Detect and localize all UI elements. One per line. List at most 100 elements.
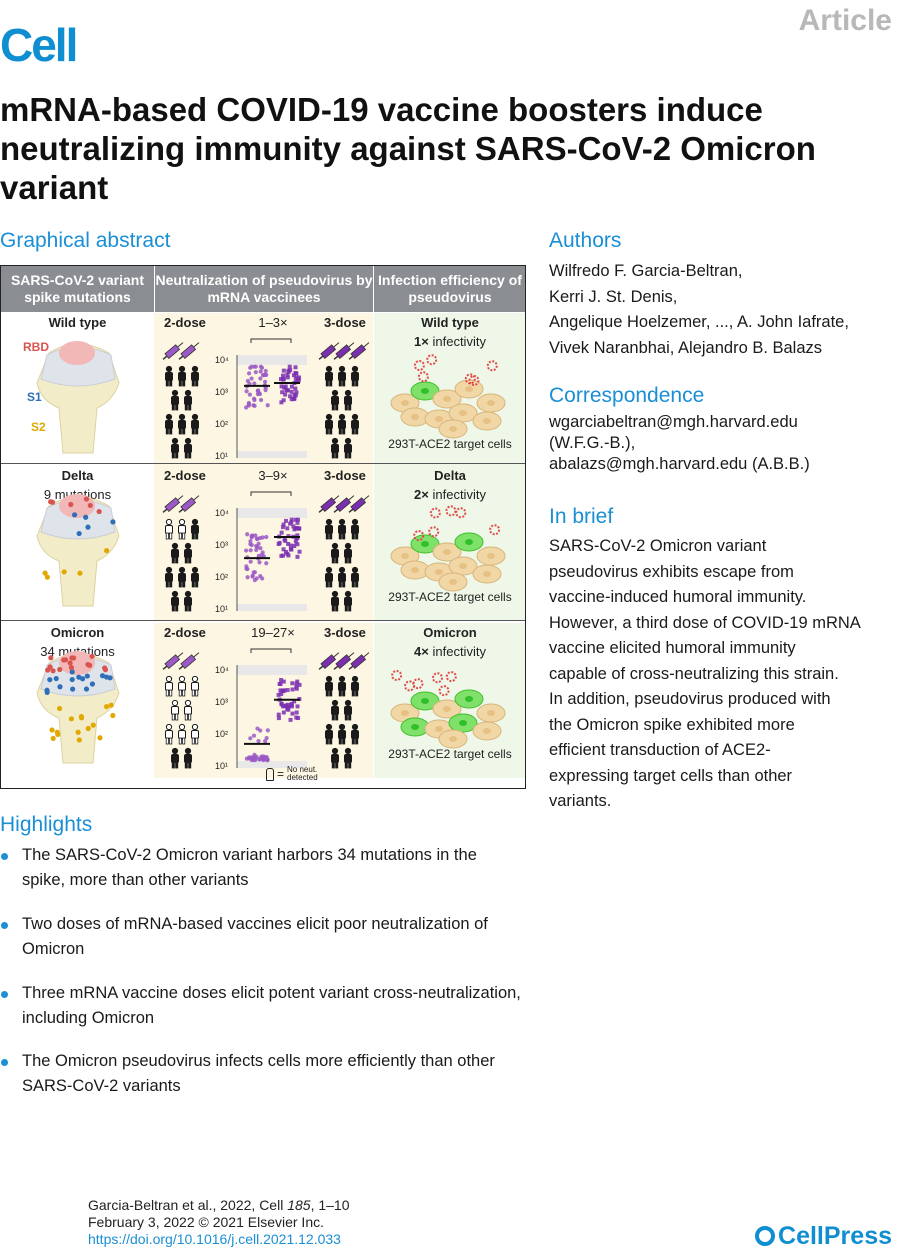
data-point bbox=[293, 539, 298, 544]
data-point bbox=[258, 546, 263, 551]
spike-protein-illustration bbox=[36, 494, 120, 607]
mutation-marker bbox=[78, 715, 85, 721]
data-point bbox=[249, 376, 254, 381]
pseudovirus-icon bbox=[455, 507, 467, 519]
data-point bbox=[255, 726, 260, 731]
spike-protein-illustration bbox=[36, 651, 120, 764]
person-icon bbox=[338, 675, 346, 697]
mutation-marker bbox=[71, 655, 77, 661]
data-point bbox=[288, 543, 293, 548]
data-point bbox=[252, 381, 257, 386]
data-point bbox=[280, 525, 285, 530]
pseudovirus-icon bbox=[431, 672, 443, 684]
axis-tick-label: 10² bbox=[215, 572, 229, 582]
data-point bbox=[295, 517, 300, 522]
data-point bbox=[252, 578, 257, 583]
data-point bbox=[292, 392, 297, 397]
row-graphic bbox=[36, 648, 506, 769]
person-outline-icon bbox=[178, 518, 186, 540]
data-point bbox=[254, 547, 259, 553]
data-point bbox=[256, 390, 262, 396]
target-cells-illustration bbox=[390, 669, 506, 749]
mutation-marker bbox=[75, 729, 81, 735]
mutation-marker bbox=[61, 569, 67, 575]
data-point bbox=[256, 541, 261, 546]
data-point bbox=[285, 388, 290, 393]
axis-tick-label: 10³ bbox=[215, 697, 229, 707]
data-point bbox=[245, 532, 250, 537]
data-point bbox=[282, 537, 287, 542]
correspondence-initials: (W.F.G.-B.), bbox=[549, 434, 636, 452]
data-point bbox=[255, 536, 260, 541]
data-point bbox=[261, 756, 266, 762]
journal-logo: Cell bbox=[0, 19, 78, 71]
person-outline-icon bbox=[178, 723, 186, 745]
person-icon bbox=[184, 747, 192, 769]
pseudovirus-icon bbox=[429, 507, 441, 519]
data-point bbox=[295, 520, 300, 525]
correspondence-email[interactable]: wgarciabeltran@mgh.harvard.edu bbox=[549, 413, 798, 431]
correspondence-email[interactable]: abalazs@mgh.harvard.edu (A.B.B.) bbox=[549, 455, 810, 473]
person-icon bbox=[325, 723, 333, 745]
mutation-marker bbox=[103, 703, 110, 710]
data-point bbox=[252, 752, 257, 757]
person-outline-icon bbox=[165, 518, 173, 540]
in-brief-line: However, a third dose of COVID-19 mRNA bbox=[549, 613, 861, 632]
mutation-marker bbox=[110, 712, 116, 719]
mutation-marker bbox=[107, 675, 113, 681]
authors-list: Wilfredo F. Garcia-Beltran, Kerri J. St.… bbox=[549, 259, 899, 361]
highlight-item: The Omicron pseudovirus infects cells mo… bbox=[22, 1052, 495, 1095]
doi-link[interactable]: https://doi.org/10.1016/j.cell.2021.12.0… bbox=[88, 1231, 341, 1247]
person-icon bbox=[338, 518, 346, 540]
axis-tick-label: 10¹ bbox=[215, 761, 229, 771]
person-icon bbox=[344, 437, 352, 459]
data-point bbox=[251, 403, 256, 408]
mutation-marker bbox=[47, 677, 53, 683]
data-point bbox=[291, 373, 296, 378]
mutation-marker bbox=[76, 737, 82, 743]
dose-3-label: 3-dose bbox=[324, 468, 366, 483]
domain-label-s2: S2 bbox=[31, 420, 46, 434]
person-icon bbox=[351, 413, 359, 435]
mutation-marker bbox=[47, 664, 53, 670]
data-point bbox=[287, 364, 292, 369]
syringe-icon bbox=[318, 495, 340, 513]
axis-tick-label: 10⁴ bbox=[215, 665, 229, 675]
data-point bbox=[279, 678, 284, 683]
data-point bbox=[279, 553, 284, 558]
pseudovirus-icon bbox=[464, 373, 476, 385]
syringe-icon bbox=[178, 342, 200, 360]
data-point bbox=[257, 560, 262, 565]
mutation-marker bbox=[50, 735, 56, 742]
data-point bbox=[258, 369, 263, 374]
person-icon bbox=[191, 413, 199, 435]
data-point bbox=[263, 368, 268, 374]
person-icon bbox=[351, 723, 359, 745]
mutation-marker bbox=[50, 668, 56, 674]
syringe-icon bbox=[178, 495, 200, 513]
data-point bbox=[244, 389, 249, 394]
axis-tick-label: 10¹ bbox=[215, 604, 229, 614]
neutralization-scatter-plot bbox=[236, 491, 307, 611]
data-point bbox=[293, 365, 298, 370]
data-point bbox=[276, 692, 281, 697]
person-icon bbox=[331, 590, 339, 612]
mutation-marker bbox=[102, 665, 108, 671]
data-point bbox=[276, 716, 281, 721]
copyright-line: February 3, 2022 © 2021 Elsevier Inc. bbox=[88, 1214, 324, 1230]
data-point bbox=[259, 365, 265, 370]
axis-tick-label: 10⁴ bbox=[215, 355, 229, 365]
data-point bbox=[279, 384, 284, 389]
person-icon bbox=[351, 518, 359, 540]
pseudovirus-icon bbox=[468, 375, 480, 387]
data-point bbox=[294, 371, 299, 376]
mutation-marker bbox=[70, 686, 76, 692]
in-brief-line: expressing target cells than other bbox=[549, 766, 793, 785]
data-point bbox=[283, 518, 288, 523]
pseudovirus-icon bbox=[413, 360, 425, 372]
data-point bbox=[289, 547, 294, 552]
mutation-marker bbox=[108, 702, 114, 708]
person-icon bbox=[325, 675, 333, 697]
mutation-marker bbox=[68, 665, 75, 671]
